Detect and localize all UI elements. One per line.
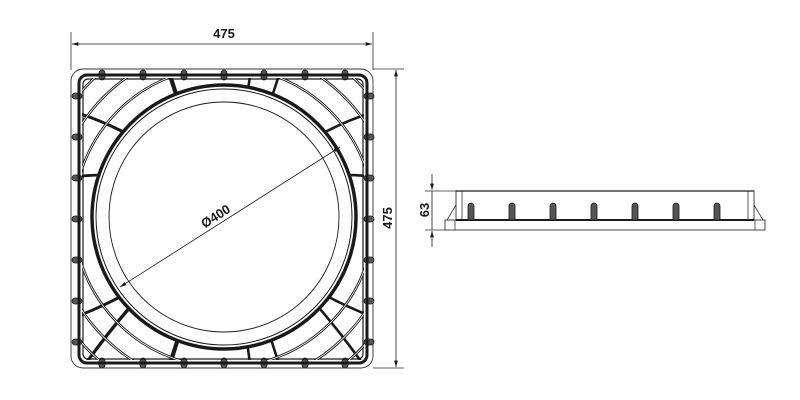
side-view: 63 (417, 174, 766, 247)
side-lugs (467, 202, 721, 221)
height-dimension: 475 (373, 68, 404, 369)
side-height-label: 63 (417, 203, 432, 217)
frame-body (77, 73, 369, 365)
diameter-line (119, 146, 341, 288)
side-flange (444, 219, 766, 231)
width-label: 475 (213, 26, 235, 41)
top-view: Ø400 (70, 68, 375, 369)
side-body (455, 190, 755, 221)
width-dimension: 475 (70, 26, 374, 70)
height-label: 475 (380, 207, 395, 229)
